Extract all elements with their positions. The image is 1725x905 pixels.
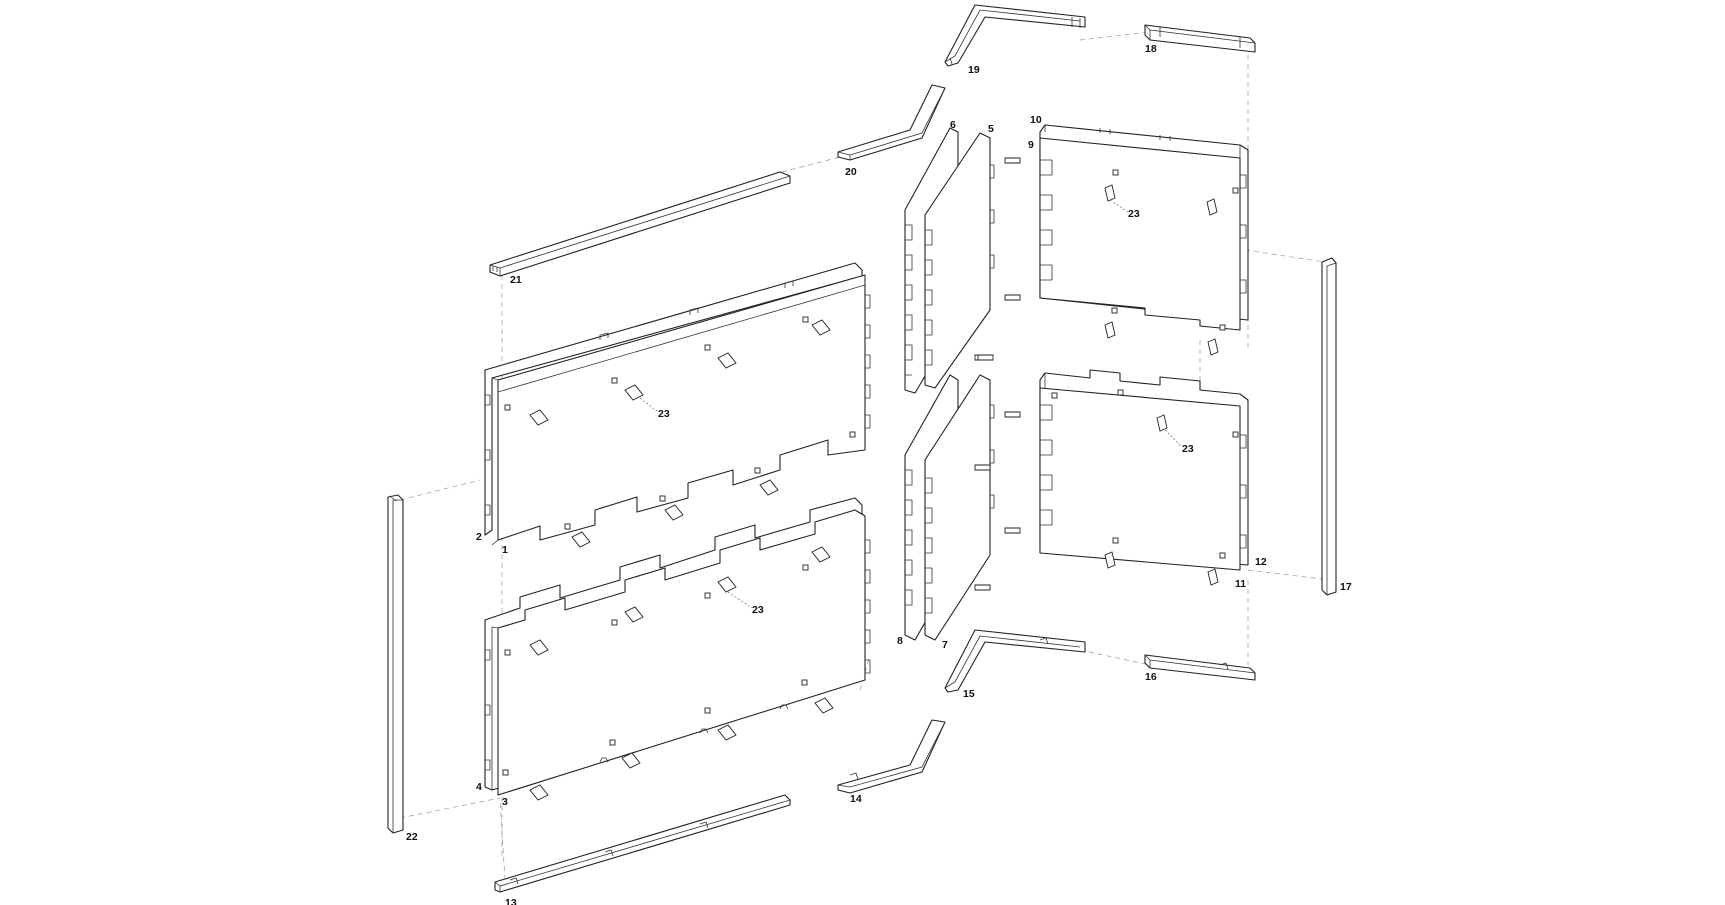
label-16: 16 (1145, 671, 1157, 683)
label-21: 21 (510, 274, 522, 286)
label-23-upper-left: 23 (658, 408, 670, 420)
part-9-10-upper-right-panel (1039, 124, 1249, 356)
label-10: 10 (1030, 114, 1042, 126)
part-5-6-upper-end-panels (904, 127, 1021, 394)
label-1: 1 (502, 544, 508, 556)
label-20: 20 (845, 166, 857, 178)
part-15-bottom-corner (944, 629, 1086, 693)
label-14: 14 (850, 793, 862, 805)
label-7: 7 (942, 639, 948, 651)
part-20-angled-piece (837, 84, 946, 161)
part-18-short-rail (1144, 24, 1256, 53)
part-17-right-post (1321, 257, 1337, 596)
label-3: 3 (502, 796, 508, 808)
label-23-lower-left: 23 (752, 604, 764, 616)
label-23-upper-right: 23 (1128, 208, 1140, 220)
label-12: 12 (1255, 556, 1267, 568)
label-19: 19 (968, 64, 980, 76)
label-13: 13 (505, 897, 517, 905)
part-22-left-post (387, 494, 404, 834)
dowel-leaders (639, 199, 1183, 609)
label-17: 17 (1340, 581, 1352, 593)
label-22: 22 (406, 831, 418, 843)
part-14-angled-bottom (837, 719, 946, 794)
label-6: 6 (950, 119, 956, 131)
label-5: 5 (988, 123, 994, 135)
part-21-top-rail (489, 171, 791, 277)
part-16-short-bottom-rail (1144, 654, 1256, 681)
label-15: 15 (963, 688, 975, 700)
label-23-lower-right: 23 (1182, 443, 1194, 455)
part-1-2-upper-wall-panel (484, 262, 871, 548)
label-2: 2 (476, 531, 482, 543)
label-9: 9 (1028, 139, 1034, 151)
label-11: 11 (1235, 578, 1246, 590)
part-3-4-lower-wall-panel (484, 497, 871, 801)
part-19-corner-piece (944, 4, 1086, 67)
part-labels: 1 2 3 4 5 6 7 8 9 10 11 12 13 14 15 16 1… (406, 43, 1352, 905)
part-13-bottom-rail (494, 794, 791, 893)
label-18: 18 (1145, 43, 1157, 55)
part-7-8-lower-end-panels (904, 354, 1021, 641)
part-11-12-lower-right-panel (1039, 369, 1249, 586)
label-4: 4 (476, 781, 482, 793)
label-8: 8 (897, 635, 903, 647)
